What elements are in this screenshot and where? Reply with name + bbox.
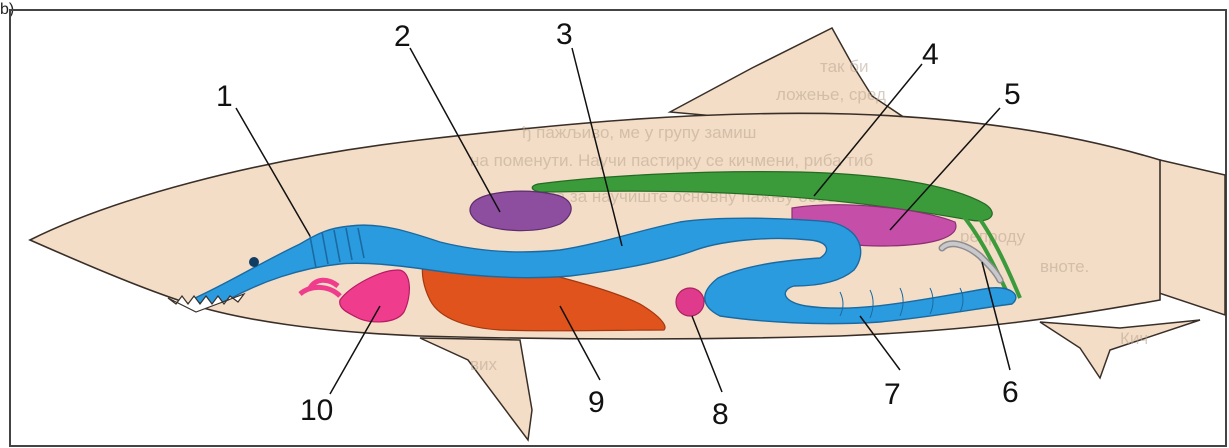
label-5: 5 <box>1004 78 1021 111</box>
label-2: 2 <box>394 20 411 53</box>
rectal-gland-ball <box>676 288 704 316</box>
bleed-line: так би <box>820 57 868 76</box>
bleed-line: ђ пажљиво, ме у групу замиш <box>522 123 756 142</box>
tail-fin <box>1150 160 1225 315</box>
label-10: 10 <box>300 394 333 427</box>
bleed-line: вих <box>470 355 498 374</box>
label-3: 3 <box>556 18 573 51</box>
eye-icon <box>249 257 259 267</box>
pectoral-fin <box>420 338 532 440</box>
label-8: 8 <box>712 398 729 431</box>
bleed-line: на поменути. Научи пастирку се кичмени, … <box>470 151 874 170</box>
spleen <box>470 191 571 230</box>
bleed-line: ложење, сред <box>776 85 886 104</box>
bleed-line: вноте. <box>1040 257 1089 276</box>
label-9: 9 <box>588 386 605 419</box>
label-7: 7 <box>884 378 901 411</box>
label-1: 1 <box>216 80 233 113</box>
label-6: 6 <box>1002 376 1019 409</box>
label-4: 4 <box>922 38 939 71</box>
bleed-line: Кич <box>1120 329 1148 348</box>
